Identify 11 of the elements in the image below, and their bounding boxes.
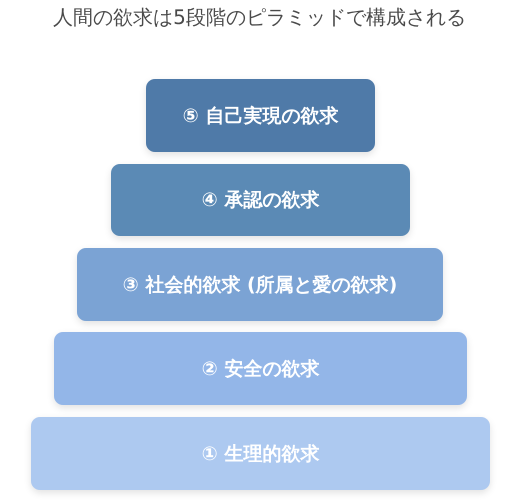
tier-label: ② 安全の欲求 xyxy=(202,356,320,382)
pyramid-tier xyxy=(54,332,467,405)
pyramid-tier xyxy=(31,417,490,490)
tier-label: ⑤ 自己実現の欲求 xyxy=(182,104,338,128)
tier-label: ③ 社会的欲求 (所属と愛の欲求) xyxy=(122,272,398,298)
tier-label: ① 生理的欲求 xyxy=(202,442,320,466)
pyramid-tier xyxy=(146,79,375,152)
pyramid-tier xyxy=(111,164,410,236)
title: 人間の欲求は5段階のピラミッドで構成される xyxy=(53,5,466,29)
tier-label: ④ 承認の欲求 xyxy=(202,188,320,213)
pyramid-tier xyxy=(77,248,443,321)
